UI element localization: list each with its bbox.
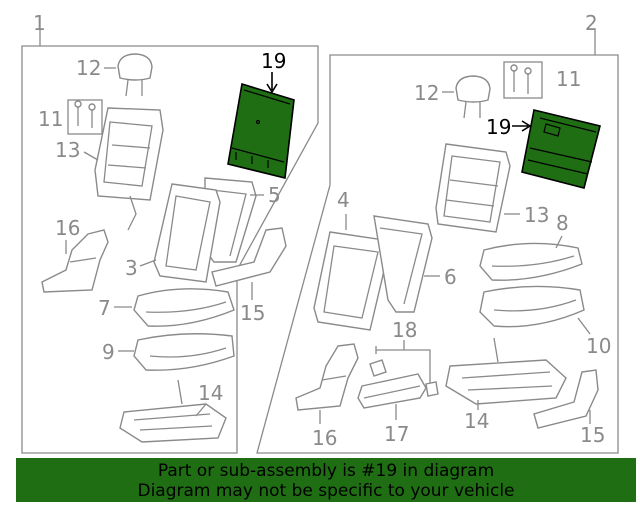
callout-left-19: 19 xyxy=(261,49,286,73)
seat-cushion-right xyxy=(479,242,583,281)
banner-line-1: Part or sub-assembly is #19 in diagram xyxy=(157,461,495,481)
group-label-right: 2 xyxy=(585,11,598,35)
seat-pad-left xyxy=(133,333,235,371)
callout-left-3: 3 xyxy=(125,256,138,280)
callout-right-19: 19 xyxy=(486,115,511,139)
callout-left-11: 11 xyxy=(38,107,63,131)
leader-right-10 xyxy=(577,317,591,335)
callout-right-6: 6 xyxy=(444,265,457,289)
callout-right-4: 4 xyxy=(337,188,350,212)
group-frame-right xyxy=(256,30,619,454)
callout-left-5: 5 xyxy=(268,183,281,207)
callout-left-9: 9 xyxy=(102,340,115,364)
seat-frame-right xyxy=(445,337,567,405)
callout-left-12: 12 xyxy=(76,56,101,80)
callout-right-10: 10 xyxy=(586,334,611,358)
side-trim-right xyxy=(295,343,359,411)
leader-left-3 xyxy=(139,259,157,267)
callout-left-7: 7 xyxy=(98,296,111,320)
callout-right-11: 11 xyxy=(556,67,581,91)
seatback-frame-right xyxy=(435,143,511,233)
callout-right-17: 17 xyxy=(384,422,409,446)
headrest-right xyxy=(455,75,491,119)
callout-left-15: 15 xyxy=(240,301,265,325)
leader-left-14 xyxy=(195,403,207,417)
group-frame-left xyxy=(21,30,319,454)
callout-right-8: 8 xyxy=(556,211,569,235)
seatback-trim-right xyxy=(373,215,433,313)
leader-right-19 xyxy=(512,120,532,132)
callout-left-13: 13 xyxy=(55,138,80,162)
leader-right-8 xyxy=(555,235,563,249)
callout-right-15: 15 xyxy=(580,423,605,447)
callout-left-16: 16 xyxy=(55,216,80,240)
banner-line-2: Diagram may not be specific to your vehi… xyxy=(137,481,515,501)
side-trim-left xyxy=(41,229,109,293)
headrest-left xyxy=(117,53,153,97)
leader-left-13 xyxy=(83,151,99,161)
seatback-frame-left xyxy=(94,107,164,231)
seatback-cushion-left xyxy=(153,183,221,283)
callout-right-16: 16 xyxy=(312,426,337,450)
callout-right-14: 14 xyxy=(464,409,489,433)
callout-right-13: 13 xyxy=(524,203,549,227)
callout-left-14: 14 xyxy=(198,381,223,405)
info-banner: Part or sub-assembly is #19 in diagram D… xyxy=(16,458,636,502)
side-cover-left xyxy=(211,227,287,287)
seatback-cushion-right xyxy=(313,231,389,331)
bolts-right xyxy=(503,61,543,99)
callout-right-12: 12 xyxy=(414,81,439,105)
seat-pad-right xyxy=(479,285,585,328)
group-label-left: 1 xyxy=(33,11,46,35)
highlighted-part-19-right xyxy=(521,109,601,189)
highlighted-part-19-left xyxy=(227,82,295,179)
callout-right-18: 18 xyxy=(392,318,417,342)
bolts-left xyxy=(67,99,103,135)
armrest-right xyxy=(357,373,427,409)
bracket-group-18 xyxy=(369,340,439,397)
side-cover-right xyxy=(533,369,599,429)
leader-left-19 xyxy=(266,72,278,94)
seat-cushion-left xyxy=(133,288,235,327)
